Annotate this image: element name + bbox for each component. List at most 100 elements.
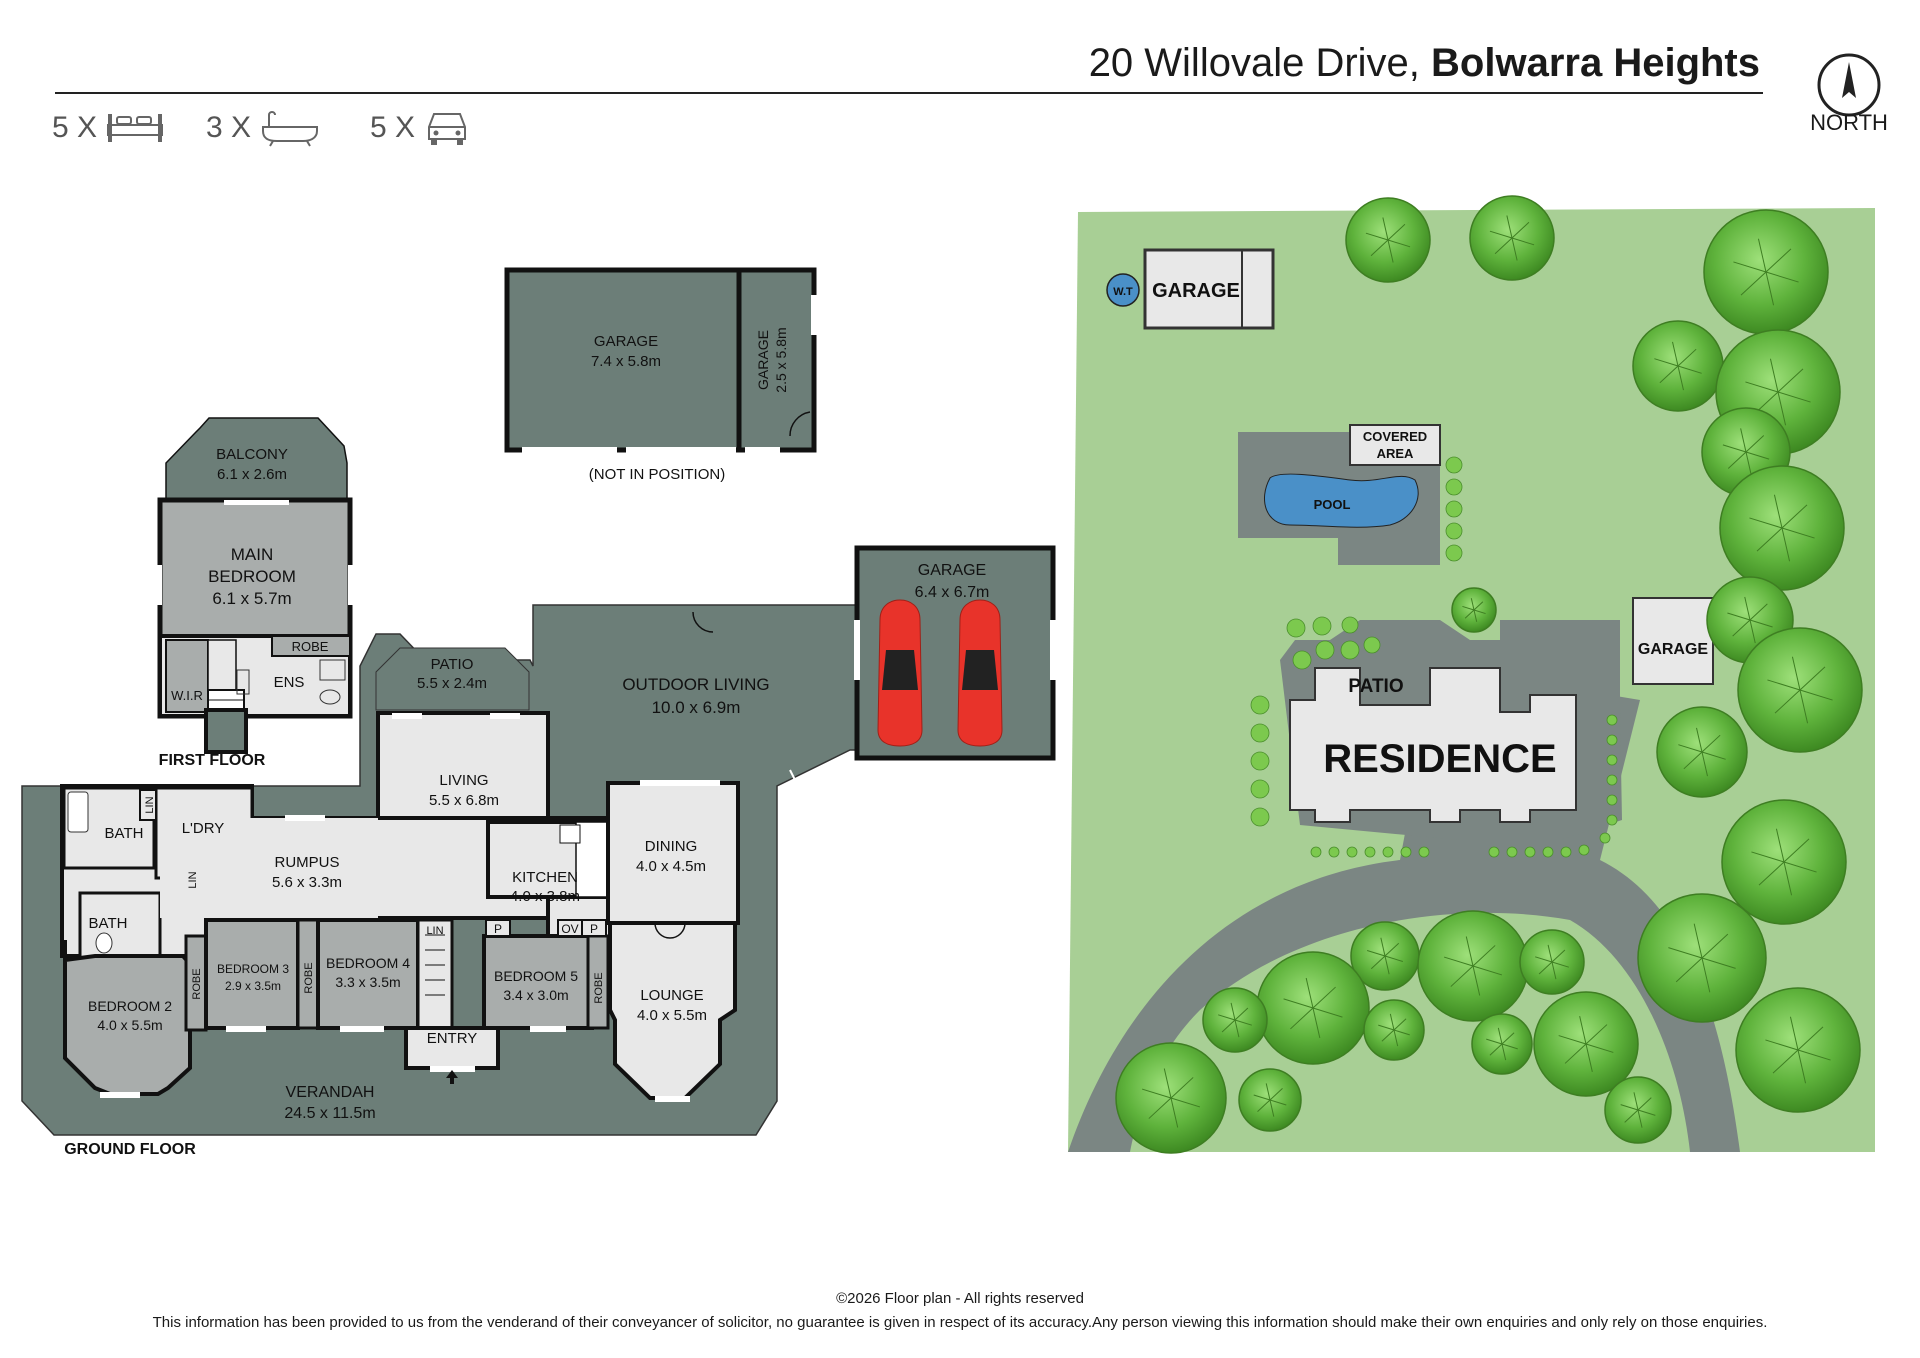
- tree-branch: [1701, 957, 1711, 993]
- tree-branch: [1564, 1043, 1587, 1064]
- robe-label-first: ROBE: [292, 639, 329, 654]
- tree-branch: [1221, 1019, 1236, 1033]
- tree-branch: [1781, 527, 1815, 539]
- tree-branch: [1797, 1026, 1824, 1051]
- covered-area-label-1: COVERED: [1363, 429, 1427, 444]
- tree-branch: [1620, 1104, 1639, 1111]
- bedroom4-name: BEDROOM 4: [326, 955, 410, 971]
- linen-label-2: LIN: [187, 871, 199, 888]
- tree-branch: [1253, 1094, 1271, 1101]
- tree-branch: [1769, 358, 1779, 393]
- tree-branch: [1701, 751, 1708, 777]
- tree-branch: [1464, 609, 1475, 619]
- tree-branch: [1170, 1097, 1179, 1128]
- tree-branch: [1678, 744, 1703, 753]
- tree-branch: [1506, 215, 1513, 239]
- rumpus-name: RUMPUS: [274, 854, 339, 871]
- tree-branch: [1585, 1024, 1608, 1045]
- tree-branch: [1727, 451, 1747, 469]
- bedroom2-name: BEDROOM 2: [88, 998, 172, 1014]
- tree-branch: [1701, 734, 1721, 753]
- tree-branch: [1551, 961, 1557, 980]
- tree-branch: [1381, 1029, 1395, 1042]
- tree-branch: [1257, 1099, 1271, 1112]
- tree-branch: [1683, 751, 1703, 770]
- bedroom4-size: 3.3 x 3.5m: [335, 974, 400, 990]
- main-bedroom-name-2: BEDROOM: [208, 567, 296, 586]
- living-size: 5.5 x 6.8m: [429, 792, 499, 809]
- tree-branch: [1370, 955, 1386, 970]
- tree-branch: [1472, 965, 1503, 976]
- tree-branch: [1370, 239, 1389, 257]
- tree-branch: [1501, 1032, 1515, 1045]
- tree-branch: [1305, 977, 1314, 1009]
- bed-icon: [107, 114, 164, 142]
- tree-branch: [1783, 838, 1810, 863]
- tree-branch: [1745, 381, 1779, 393]
- first-floor-plan: [157, 417, 353, 754]
- lounge-name: LOUNGE: [640, 987, 703, 1004]
- tree-branch: [1745, 451, 1770, 460]
- tree-branch: [1765, 248, 1792, 273]
- tree-branch: [1141, 1088, 1172, 1099]
- tree-branch: [1494, 237, 1513, 255]
- tree-branch: [1701, 751, 1726, 760]
- copyright-notice: ©2026 Floor plan - All rights reserved: [836, 1290, 1084, 1307]
- tree-branch: [1387, 239, 1411, 248]
- tree-branch: [1538, 961, 1553, 975]
- tree-branch: [1511, 237, 1535, 246]
- bedroom5-name: BEDROOM 5: [494, 968, 578, 984]
- tree-branch: [1637, 1109, 1656, 1116]
- bathroom-count-text: 3 X: [206, 111, 252, 144]
- car-icon: [428, 113, 467, 145]
- verandah-size: 24.5 x 11.5m: [284, 1105, 375, 1122]
- balcony-name: BALCONY: [216, 446, 288, 463]
- trees: [1115, 195, 1863, 1154]
- tree-branch: [1727, 612, 1751, 621]
- tree-branch: [1799, 689, 1809, 724]
- robe-label-bed2: ROBE: [191, 968, 203, 999]
- pantry-label-1: P: [494, 922, 502, 936]
- tree-branch: [1473, 609, 1478, 622]
- water-tank-label: W.T: [1113, 286, 1133, 298]
- tree-branch: [1765, 271, 1775, 306]
- tree-branch: [1489, 1043, 1503, 1056]
- tree-branch: [1234, 1007, 1249, 1021]
- ens-label: ENS: [274, 674, 305, 691]
- verandah-name: VERANDAH: [286, 1084, 375, 1101]
- tree-branch: [1234, 1019, 1252, 1026]
- tree-branch: [1579, 1016, 1587, 1045]
- main-bedroom-name-1: MAIN: [231, 545, 274, 564]
- tree-branch: [1384, 955, 1390, 975]
- bedroom-count: 5 X: [52, 108, 165, 148]
- main-bedroom-size: 6.1 x 5.7m: [212, 589, 291, 608]
- lounge-size: 4.0 x 5.5m: [637, 1007, 707, 1024]
- tree-branch: [1170, 1077, 1194, 1099]
- tree-branch: [1749, 603, 1768, 621]
- tree-branch: [1722, 444, 1747, 453]
- tree-branch: [1472, 965, 1481, 996]
- compass-label: NORTH: [1810, 110, 1888, 135]
- bath-lower-label: BATH: [89, 915, 128, 932]
- living-name: LIVING: [439, 772, 488, 789]
- tree-branch: [1265, 1083, 1271, 1101]
- site-garage-top-label: GARAGE: [1152, 280, 1240, 302]
- covered-area-label-2: AREA: [1377, 446, 1414, 461]
- tree-branch: [1774, 689, 1801, 714]
- tree-branch: [1535, 956, 1553, 963]
- tree-branch: [1473, 609, 1486, 615]
- tree-branch: [1312, 1007, 1343, 1018]
- patio-name: PATIO: [431, 656, 474, 673]
- tree-branch: [1269, 1099, 1287, 1106]
- tree-branch: [1551, 961, 1569, 968]
- tree-branch: [1283, 998, 1314, 1009]
- tree-branch: [1387, 223, 1406, 241]
- tree-branch: [1551, 949, 1566, 963]
- tree-branch: [1489, 230, 1513, 239]
- tree-branch: [1218, 1014, 1236, 1021]
- tree-branch: [1781, 527, 1791, 562]
- tree-branch: [1799, 689, 1833, 701]
- tree-branch: [1767, 679, 1801, 691]
- bath-upper-label: BATH: [105, 825, 144, 842]
- tree-branch: [1672, 341, 1679, 367]
